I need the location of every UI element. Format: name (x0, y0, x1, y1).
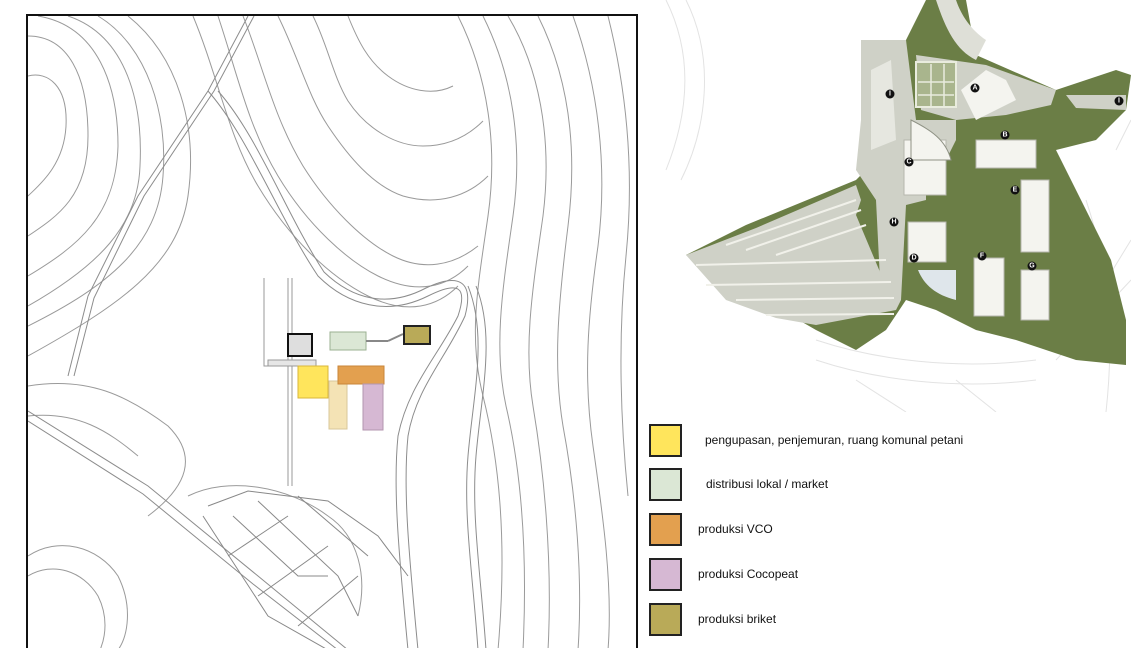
legend-swatch-olive (649, 603, 682, 636)
legend-item-cocopeat: produksi Cocopeat (649, 558, 1129, 594)
legend-swatch-orange (649, 513, 682, 546)
plan-markers: A B C D E F G H I I (885, 83, 1124, 271)
marker-E: E (1013, 187, 1018, 194)
block-grey (287, 333, 313, 357)
legend-swatch-yellow (649, 424, 682, 457)
marker-I-left: I (889, 91, 891, 98)
legend-label: pengupasan, penjemuran, ruang komunal pe… (705, 433, 964, 447)
contour-site-map (26, 14, 638, 648)
block-pengupasan (297, 365, 329, 399)
legend-swatch-lilac (649, 558, 682, 591)
legend-item-pengupasan: pengupasan, penjemuran, ruang komunal pe… (649, 424, 1129, 460)
marker-G: G (1029, 263, 1035, 270)
block-briket (403, 325, 431, 345)
legend-swatch-pale-green (649, 468, 682, 501)
legend-label: produksi VCO (698, 522, 773, 536)
contour-lines (28, 16, 630, 648)
legend-item-briket: produksi briket (649, 603, 1129, 639)
massing-blocks (267, 325, 431, 431)
marker-I-right: I (1118, 98, 1120, 105)
block-market (329, 331, 367, 351)
legend-label: distribusi lokal / market (706, 477, 829, 491)
marker-F: F (980, 253, 985, 260)
marker-D: D (911, 255, 916, 262)
legend-label: produksi Cocopeat (698, 567, 799, 581)
block-cocopeat (362, 383, 384, 431)
legend-label: produksi briket (698, 612, 777, 626)
block-komunal (328, 380, 348, 430)
block-vco (337, 365, 385, 385)
marker-A: A (972, 85, 977, 92)
marker-H: H (891, 219, 896, 226)
marker-B: B (1002, 132, 1007, 139)
legend-item-vco: produksi VCO (649, 513, 1129, 549)
site-plan-render: A B C D E F G H I I (665, 0, 1131, 412)
legend-item-distribusi: distribusi lokal / market (649, 468, 1129, 504)
marker-C: C (906, 159, 911, 166)
rendered-site-plan: A B C D E F G H I I (656, 0, 1131, 412)
